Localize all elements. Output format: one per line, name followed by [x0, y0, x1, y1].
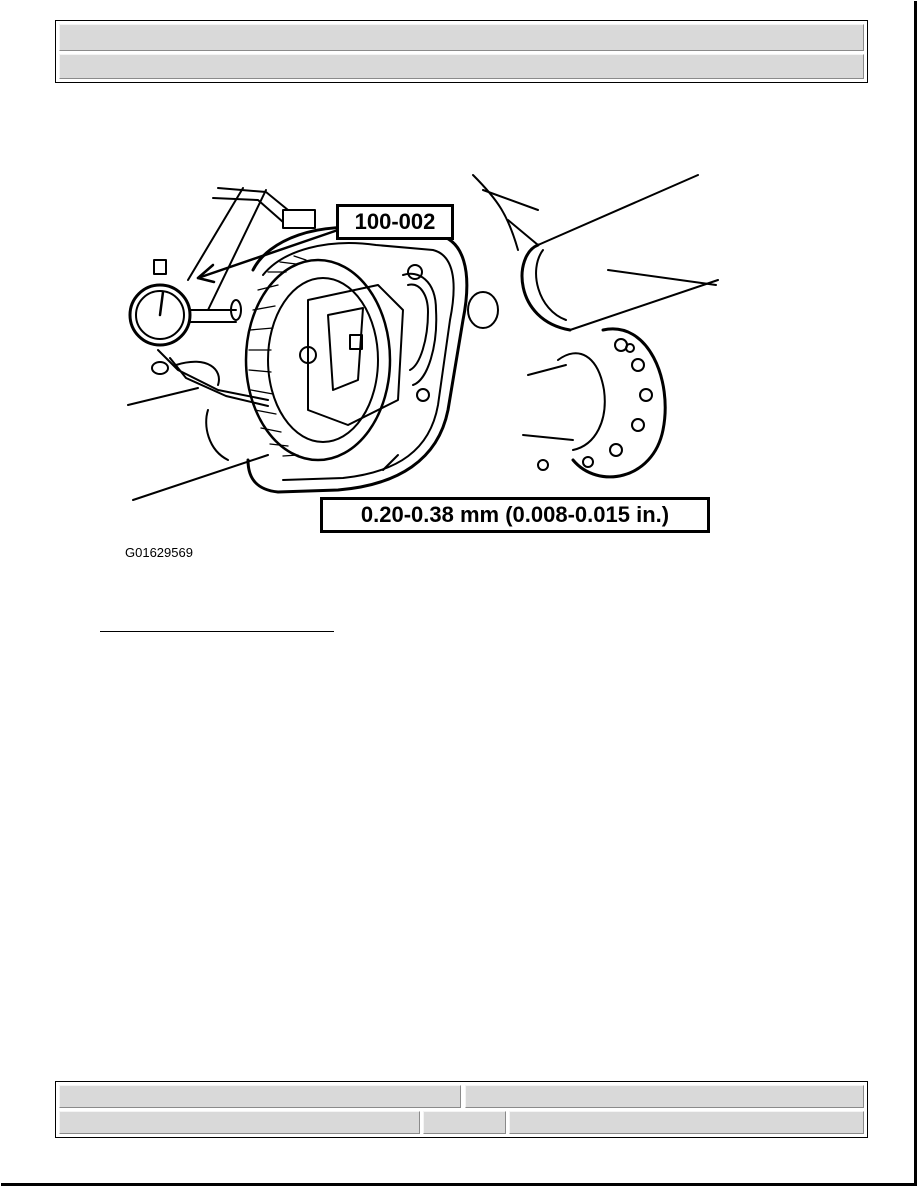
footer-cell-1: [59, 1085, 461, 1108]
section-divider: [100, 631, 334, 632]
footer-cell-4: [423, 1111, 506, 1134]
tool-number-callout: 100-002: [336, 204, 454, 240]
footer-cell-5: [509, 1111, 864, 1134]
figure-id-label: G01629569: [125, 545, 193, 560]
footer-cell-2: [465, 1085, 864, 1108]
differential-backlash-illustration: 100-002 0.20-0.38 mm (0.008-0.015 in.): [118, 160, 728, 540]
footer-cell-3: [59, 1111, 420, 1134]
header-table: [55, 20, 868, 83]
backlash-spec-callout: 0.20-0.38 mm (0.008-0.015 in.): [320, 497, 710, 533]
line-drawing: [127, 174, 719, 501]
footer-table: [55, 1081, 868, 1138]
header-title-cell: [59, 24, 864, 51]
header-subtitle-cell: [59, 54, 864, 79]
